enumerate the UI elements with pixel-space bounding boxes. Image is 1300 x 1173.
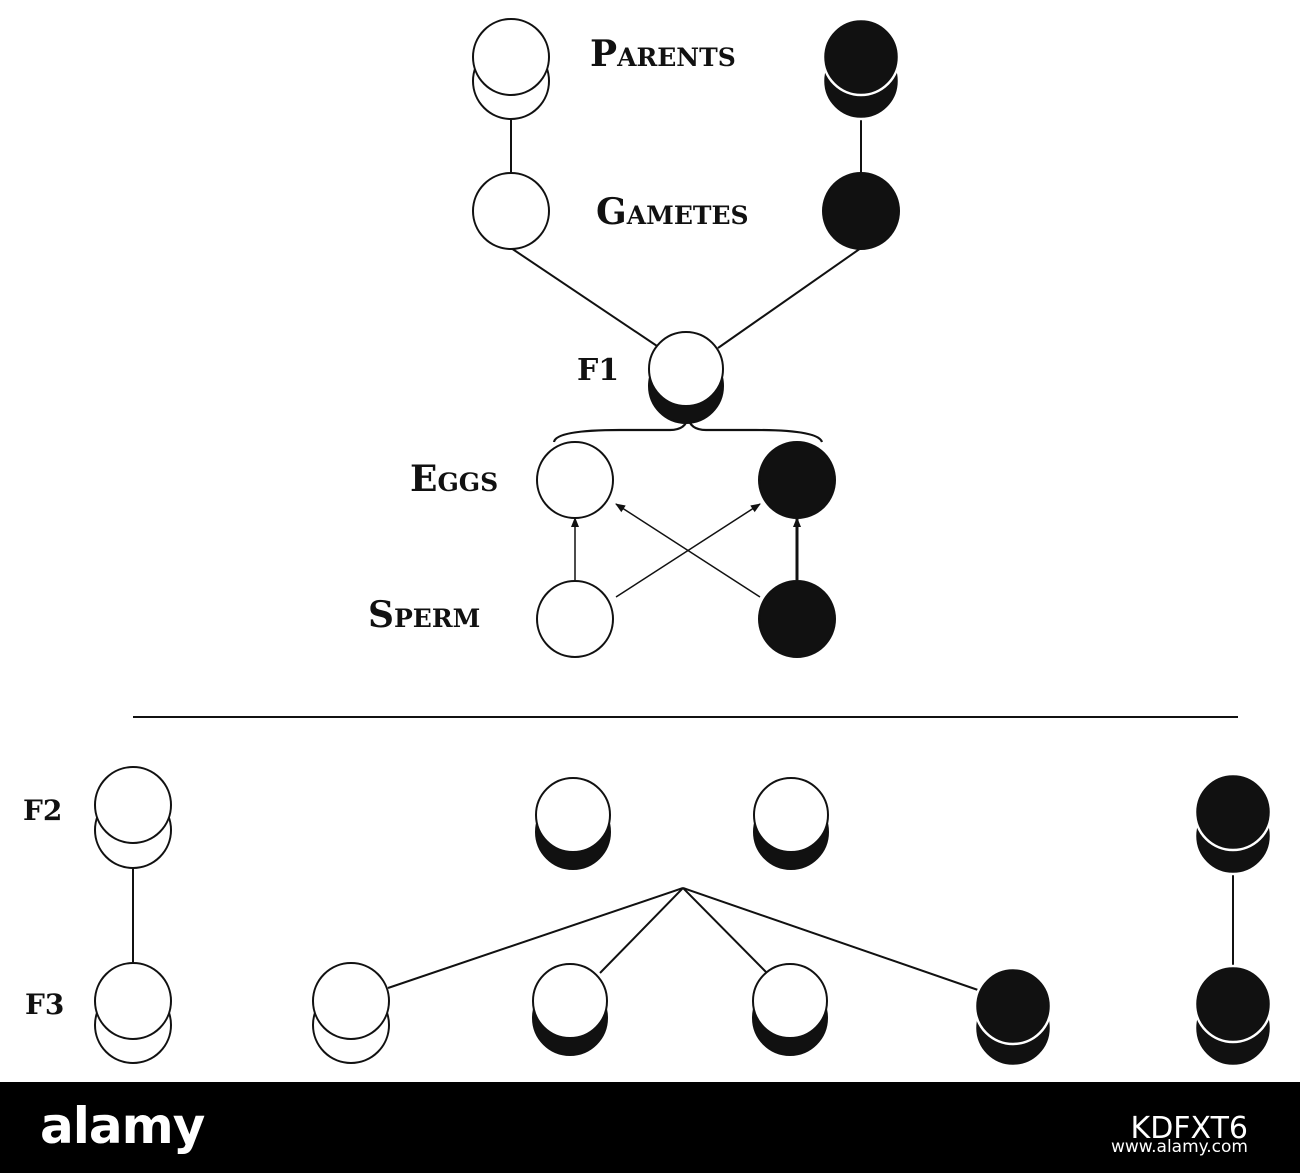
f2-hybrid-circle-pair-2 [753, 777, 829, 870]
line-f2-hybrid-to-f3-hybrid-2 [682, 887, 768, 974]
f2-white-circle-pair [94, 766, 172, 869]
label-f2: F2 [23, 794, 62, 827]
f3-hybrid-circle-pair-1 [532, 963, 608, 1056]
label-gametes: Gametes [596, 191, 749, 233]
alamy-logo: alamy [40, 1097, 205, 1155]
gamete-white-circle [472, 172, 550, 250]
label-sperm: Sperm [368, 594, 480, 636]
sperm-black-circle [758, 580, 836, 658]
parent-white-circle-pair [472, 18, 550, 120]
egg-black-circle [758, 441, 836, 519]
label-eggs: Eggs [410, 458, 498, 500]
gamete-black-circle [822, 172, 900, 250]
line-f2-hybrid-to-f3-black [682, 887, 979, 991]
f3-black-circle-pair-2 [1193, 964, 1273, 1068]
label-f3: F3 [25, 988, 64, 1021]
label-f1: F1 [577, 353, 619, 388]
fertilization-arrows [571, 503, 801, 598]
image-id: KDFXT6 [1130, 1111, 1248, 1146]
f3-black-circle-pair-1 [973, 966, 1053, 1068]
f3-white-circle-pair-1 [94, 962, 172, 1064]
label-parents: Parents [590, 33, 736, 75]
line-gamete-white-to-f1 [510, 247, 661, 349]
f2-black-circle-pair [1193, 772, 1273, 876]
sperm-white-circle [536, 580, 614, 658]
f3-white-circle-pair-2 [312, 962, 390, 1064]
egg-white-circle [536, 441, 614, 519]
mendelian-inheritance-diagram: Parents Gametes F1 Eggs Sperm F2 F3 [23, 17, 1273, 1068]
line-f2-hybrid-to-f3-hybrid-1 [599, 887, 684, 974]
watermark-url: www.alamy.com [1110, 1137, 1248, 1157]
line-f2-hybrid-to-f3-white [387, 887, 684, 989]
f2-hybrid-circle-pair-1 [535, 777, 611, 870]
parent-black-circle-pair [821, 17, 901, 121]
arrow-sperm-black-to-egg-white [615, 503, 761, 598]
f1-hybrid-circle-pair [648, 331, 724, 424]
f3-hybrid-circle-pair-2 [752, 963, 828, 1056]
line-gamete-black-to-f1 [717, 247, 862, 349]
watermark-bar: alamy KDFXT6 www.alamy.com [0, 1082, 1300, 1173]
